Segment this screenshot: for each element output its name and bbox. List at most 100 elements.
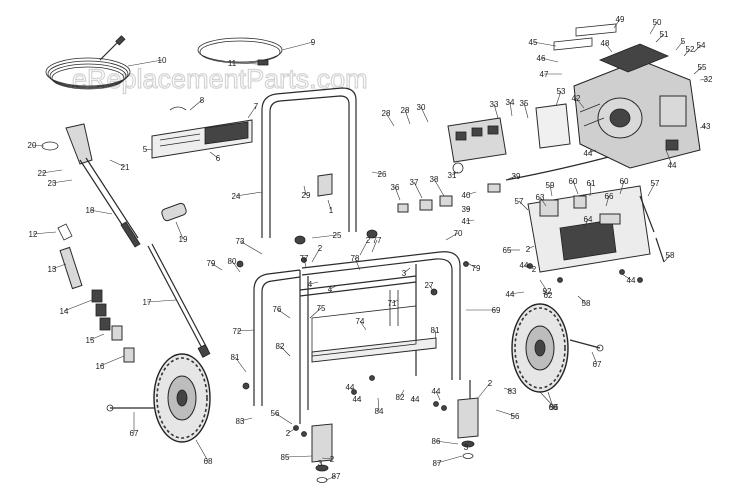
callout-label-c27: 27 <box>425 281 434 290</box>
callout-leader-c77a <box>303 257 307 269</box>
callout-leader-c11 <box>231 62 259 65</box>
callout-leader-c72 <box>236 329 255 332</box>
callout-label-c44g: 44 <box>353 395 362 404</box>
callout-label-c79a: 79 <box>207 259 216 268</box>
left-wheel <box>153 353 211 443</box>
callout-label-c29: 29 <box>302 191 311 200</box>
callout-leader-c82b <box>399 389 405 398</box>
callout-label-c2a: 2 <box>318 244 323 253</box>
callout-label-c23: 23 <box>48 179 57 188</box>
callout-label-c84: 84 <box>375 407 384 416</box>
callout-label-c31: 31 <box>448 171 457 180</box>
callout-label-c82a: 82 <box>276 342 285 351</box>
upper-handle-frame <box>261 87 378 245</box>
callout-leader-c44h <box>411 397 416 400</box>
callout-label-c24: 24 <box>232 192 241 201</box>
callout-label-c41: 41 <box>462 217 471 226</box>
callout-leader-c61 <box>589 182 592 197</box>
callout-label-c13: 13 <box>48 265 57 274</box>
callout-leader-c87b <box>436 455 463 464</box>
callout-leader-c68a <box>195 439 209 462</box>
callout-label-c15: 15 <box>86 336 95 345</box>
callout-label-c33: 33 <box>490 100 499 109</box>
callout-label-c54: 54 <box>697 41 706 50</box>
engine-assembly <box>553 23 701 169</box>
callout-leader-c80 <box>231 260 241 273</box>
callout-leader-c3a <box>319 461 323 464</box>
callout-label-c25: 25 <box>333 231 342 240</box>
callout-leader-c4b <box>329 285 337 290</box>
callout-label-c5b: 5 <box>681 37 686 46</box>
callout-leader-c3c <box>403 267 411 274</box>
callout-leader-c66 <box>605 195 610 207</box>
callout-leader-c73 <box>239 240 263 255</box>
callout-leader-c2b <box>359 239 369 256</box>
callout-leader-c37 <box>413 181 423 199</box>
callout-label-c77a: 77 <box>300 254 309 263</box>
callout-leader-c14 <box>63 299 93 312</box>
callout-leader-c12 <box>32 231 57 235</box>
callout-leader-c75 <box>309 307 322 319</box>
pump-mount-bracket <box>527 185 665 273</box>
callout-label-c60a: 60 <box>569 177 578 186</box>
callout-leader-c83a <box>239 417 253 422</box>
callout-leader-c76 <box>276 308 291 319</box>
callout-leader-c4a <box>309 281 319 285</box>
callout-label-c2d: 2 <box>286 429 291 438</box>
callout-leader-c87a <box>325 475 337 481</box>
callout-leader-c44i <box>435 390 441 401</box>
callout-leader-c16 <box>99 355 125 367</box>
callout-label-c62: 62 <box>544 291 553 300</box>
callout-label-c38: 38 <box>430 175 439 184</box>
callout-label-c60b: 60 <box>620 177 629 186</box>
callout-label-c10: 10 <box>158 56 167 65</box>
callout-label-c66: 66 <box>605 192 614 201</box>
callout-leader-c2c <box>527 265 535 270</box>
callout-leader-c19 <box>175 221 184 240</box>
callout-leader-c43 <box>699 125 707 129</box>
callout-label-c81a: 81 <box>231 353 240 362</box>
callout-label-c44i: 44 <box>432 387 441 396</box>
callout-label-c49: 49 <box>616 15 625 24</box>
callout-label-c17: 17 <box>143 298 152 307</box>
callout-leader-c49 <box>613 18 621 29</box>
callout-leader-c21 <box>109 159 126 168</box>
callout-leader-c9 <box>281 41 314 51</box>
callout-label-c72: 72 <box>233 327 242 336</box>
callout-leader-c74 <box>359 320 367 331</box>
callout-label-c20: 20 <box>28 141 37 150</box>
callout-label-c11: 11 <box>228 59 237 68</box>
right-foot <box>457 397 479 459</box>
callout-leader-c48 <box>604 42 613 53</box>
callout-label-c61: 61 <box>587 179 596 188</box>
callout-leader-c39a <box>465 207 471 210</box>
callout-label-c55: 55 <box>698 63 707 72</box>
callout-leader-c54 <box>693 44 702 53</box>
callout-label-c71: 71 <box>388 299 397 308</box>
callout-leader-c81a <box>234 356 247 373</box>
callout-leader-c45 <box>532 41 557 47</box>
callout-leader-c42 <box>575 97 585 109</box>
callout-label-c16: 16 <box>96 362 105 371</box>
callout-leader-c52 <box>683 48 691 57</box>
callout-leader-c44d <box>509 291 525 295</box>
callout-label-c51: 51 <box>660 30 669 39</box>
callout-leader-c50 <box>649 21 658 35</box>
callout-leader-c57b <box>647 182 656 197</box>
callout-leader-c58a <box>663 254 671 263</box>
callout-leader-c56c <box>495 409 516 417</box>
callout-label-c45: 45 <box>529 38 538 47</box>
callout-leader-c10 <box>127 59 163 67</box>
callout-leader-c28a <box>385 112 395 127</box>
callout-label-c56a: 56 <box>550 403 559 412</box>
callout-leader-c71 <box>391 299 399 304</box>
extension-hose-coil <box>197 37 283 66</box>
spray-gun <box>41 123 141 248</box>
callout-label-c57b: 57 <box>651 179 660 188</box>
nozzle-holder <box>57 223 135 363</box>
callout-leader-c44e <box>621 273 632 281</box>
callout-leader-c84 <box>377 397 380 412</box>
callout-label-c56c: 56 <box>511 412 520 421</box>
